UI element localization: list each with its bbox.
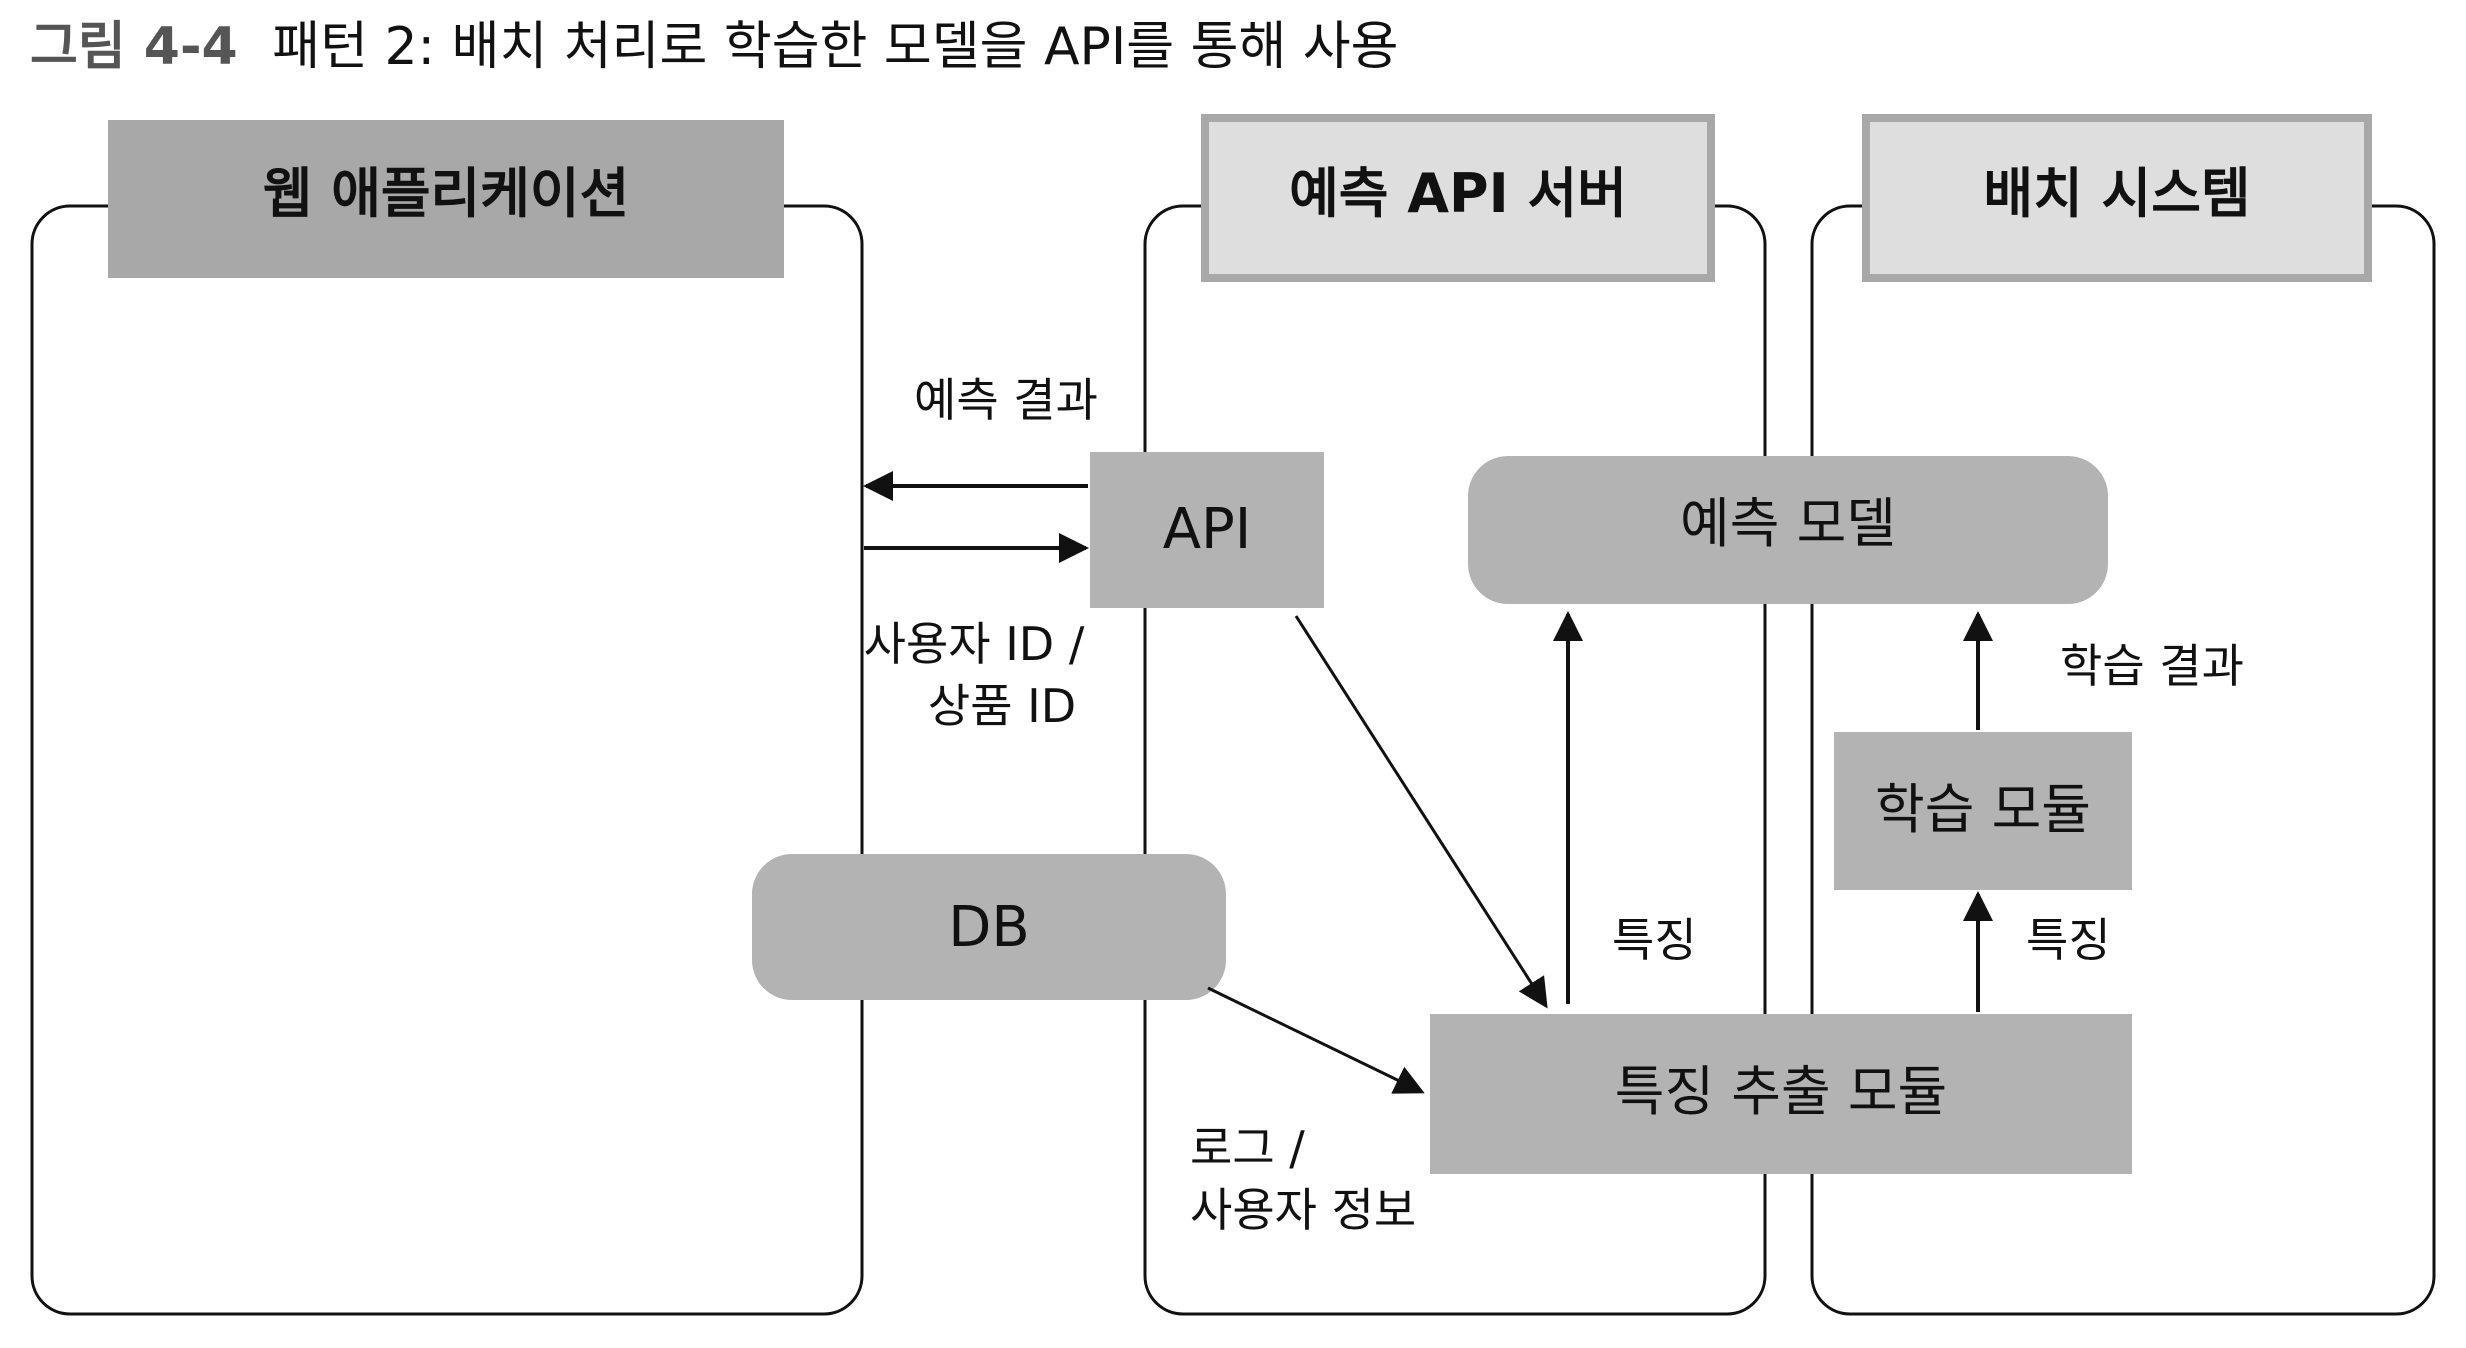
figure-caption: 그림 4-4 패턴 2: 배치 처리로 학습한 모델을 API를 통해 사용 bbox=[30, 17, 1399, 77]
caption-number: 그림 4-4 bbox=[30, 17, 238, 77]
prediction-server-header bbox=[1201, 114, 1715, 282]
ids-label-line1: 사용자 ID / bbox=[864, 617, 1085, 671]
caption-text: 패턴 2: 배치 처리로 학습한 모델을 API를 통해 사용 bbox=[272, 17, 1398, 77]
log-label-line2: 사용자 정보 bbox=[1190, 1183, 1416, 1237]
db-node bbox=[752, 854, 1226, 1000]
db-node-label: DB bbox=[948, 895, 1030, 960]
prediction-model-node bbox=[1468, 456, 2108, 604]
feature-module-label: 특징 추출 모듈 bbox=[1615, 1060, 1947, 1123]
api-to-feature-arrow bbox=[1294, 615, 1548, 1009]
feature-module-node bbox=[1430, 1014, 2132, 1174]
prediction-result-label: 예측 결과 bbox=[914, 373, 1098, 427]
training-result-label: 학습 결과 bbox=[2060, 639, 2244, 693]
web-app-title: 웹 애플리케이션 bbox=[263, 162, 630, 225]
api-node-label: API bbox=[1163, 497, 1252, 562]
prediction-model-label: 예측 모델 bbox=[1680, 492, 1896, 555]
web-app-header bbox=[108, 120, 784, 278]
training-module-node bbox=[1834, 732, 2132, 890]
feature-label-batch: 특징 bbox=[2026, 913, 2111, 967]
web-app-panel bbox=[30, 204, 864, 1316]
db-to-feature-arrow bbox=[1207, 986, 1425, 1094]
batch-system-title: 배치 시스템 bbox=[1983, 162, 2250, 225]
batch-system-header bbox=[1862, 114, 2372, 282]
log-label-line1: 로그 / bbox=[1190, 1121, 1305, 1175]
ids-label-line2: 상품 ID bbox=[928, 679, 1076, 733]
feature-label-server: 특징 bbox=[1612, 913, 1697, 967]
prediction-server-title: 예측 API 서버 bbox=[1289, 162, 1627, 225]
api-node bbox=[1090, 452, 1324, 608]
training-module-label: 학습 모듈 bbox=[1875, 778, 2091, 841]
